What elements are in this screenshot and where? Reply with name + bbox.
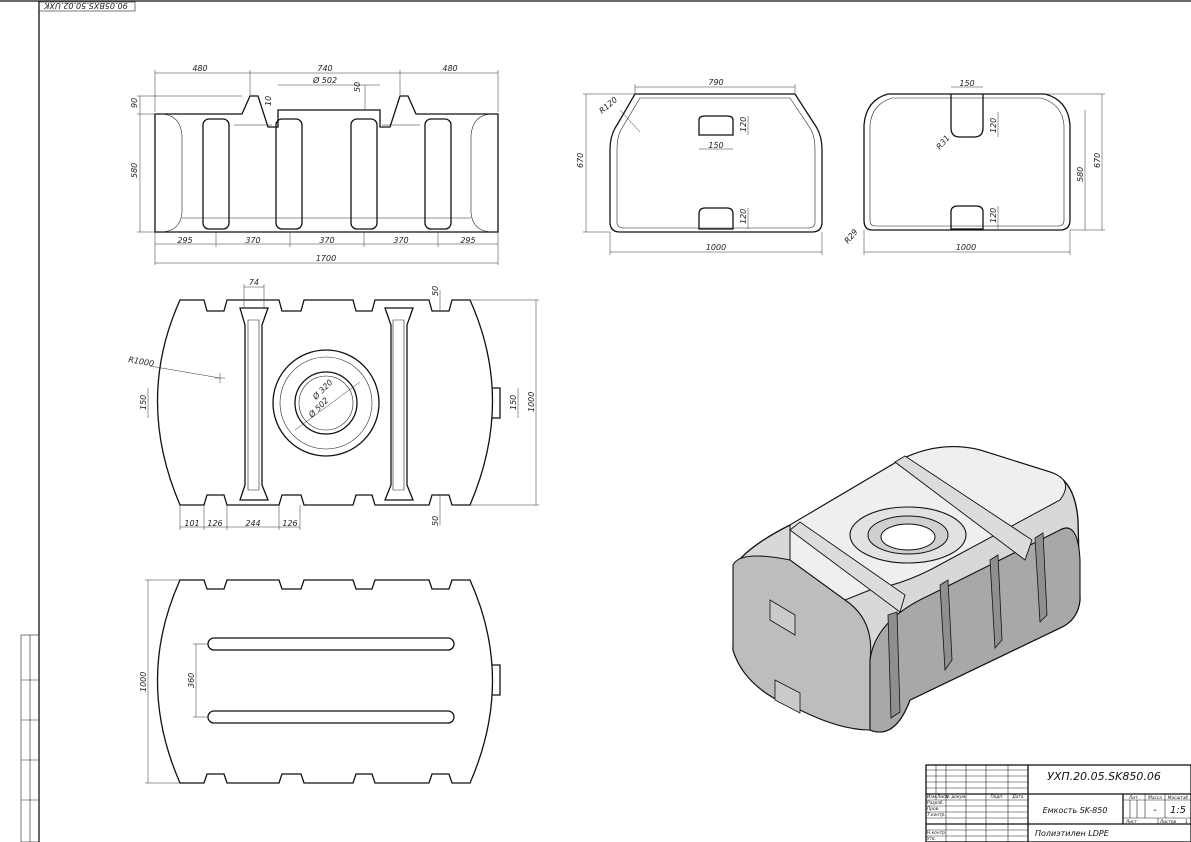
dim-370-b: 370: [319, 236, 334, 245]
sheet-label: Лист: [1125, 819, 1137, 825]
dim-370-a: 370: [245, 236, 260, 245]
head-izm: Изм.: [927, 794, 937, 800]
dim-150-top: 150: [959, 79, 974, 88]
dim-74: 74: [249, 278, 259, 287]
dim-150-right: 150: [509, 395, 518, 410]
dim-1000-top: 1000: [527, 392, 536, 412]
dim-126-b: 126: [282, 519, 297, 528]
dim-r120: R120: [598, 95, 620, 115]
dim-480-right: 480: [442, 64, 457, 73]
dim-10: 10: [264, 96, 273, 106]
dim-370-c: 370: [393, 236, 408, 245]
row-utv: Утв.: [927, 836, 936, 842]
dim-360: 360: [187, 673, 196, 688]
scale-value: 1:5: [1170, 805, 1186, 816]
sheets-label: Листов: [1159, 819, 1177, 825]
dim-dia-502: Ø 502: [312, 75, 337, 85]
dim-740: 740: [317, 64, 332, 73]
dim-580: 580: [130, 163, 139, 178]
dim-150: 150: [708, 141, 723, 150]
dim-101: 101: [184, 519, 199, 528]
dim-120-top-2: 120: [989, 118, 998, 133]
dim-50-bottom: 50: [431, 516, 440, 526]
dim-120-bottom: 120: [739, 209, 748, 224]
dim-120-top: 120: [739, 117, 748, 132]
dim-90: 90: [130, 98, 139, 108]
col-mass: Масса: [1148, 795, 1162, 801]
dim-580-2: 580: [1076, 167, 1085, 182]
dim-1700: 1700: [316, 254, 336, 263]
dim-50-top: 50: [431, 286, 440, 296]
row-prov: Пров.: [927, 806, 940, 812]
row-razrab: Разраб.: [927, 800, 944, 806]
dim-670: 670: [576, 153, 585, 168]
front-view: 480 740 480 Ø 502 50 10 90 580 295 370 3…: [130, 64, 499, 265]
dim-1000-bottom: 1000: [139, 672, 148, 692]
stamp-code: 90.05ВХS.50.02.UXK: [43, 1, 127, 10]
dim-1000: 1000: [706, 243, 726, 252]
isometric-view: [732, 446, 1081, 733]
title-block: УХП.20.05.SK850.06 Емкость SK-850 Полиэт…: [925, 764, 1191, 842]
side-view-right: 150 R31 120 120 580 670 R29 1000: [843, 79, 1105, 255]
row-tkontr: Т.контр.: [927, 812, 946, 818]
side-view-left: R120 790 150 120 120 670 1000: [576, 78, 823, 255]
bottom-view: 1000 360: [139, 579, 501, 784]
dim-295-b: 295: [460, 236, 475, 245]
sheets-count: 1: [1185, 819, 1188, 825]
dim-670-2: 670: [1093, 153, 1102, 168]
dim-150-left: 150: [139, 395, 148, 410]
dim-790: 790: [708, 78, 723, 87]
dim-r31: R31: [935, 133, 952, 151]
dim-r1000: R1000: [128, 355, 155, 368]
dim-r29: R29: [843, 227, 860, 245]
col-scale: Масштаб: [1168, 795, 1189, 801]
mass-value: -: [1153, 805, 1157, 816]
head-date: Дата: [1011, 794, 1023, 800]
row-nkontr: Н.контр.: [927, 830, 946, 836]
col-lit: Лит.: [1128, 795, 1139, 801]
head-sign: Подп.: [990, 794, 1003, 800]
dim-295-a: 295: [177, 236, 192, 245]
dim-480-left: 480: [192, 64, 207, 73]
dim-244: 244: [245, 519, 260, 528]
doc-name: Емкость SK-850: [1043, 806, 1108, 815]
dim-50: 50: [353, 82, 362, 92]
doc-code: УХП.20.05.SK850.06: [1047, 770, 1161, 783]
head-doc: № докум.: [944, 794, 966, 800]
dim-120-bottom-2: 120: [989, 208, 998, 223]
top-view: Ø 320 Ø 502 R1000 74 50 50 150 150 1000 …: [128, 278, 539, 530]
dim-1000-2: 1000: [956, 243, 976, 252]
dim-126-a: 126: [207, 519, 222, 528]
head-list: Лист: [936, 794, 948, 800]
doc-material: Полиэтилен LDPE: [1035, 829, 1110, 838]
